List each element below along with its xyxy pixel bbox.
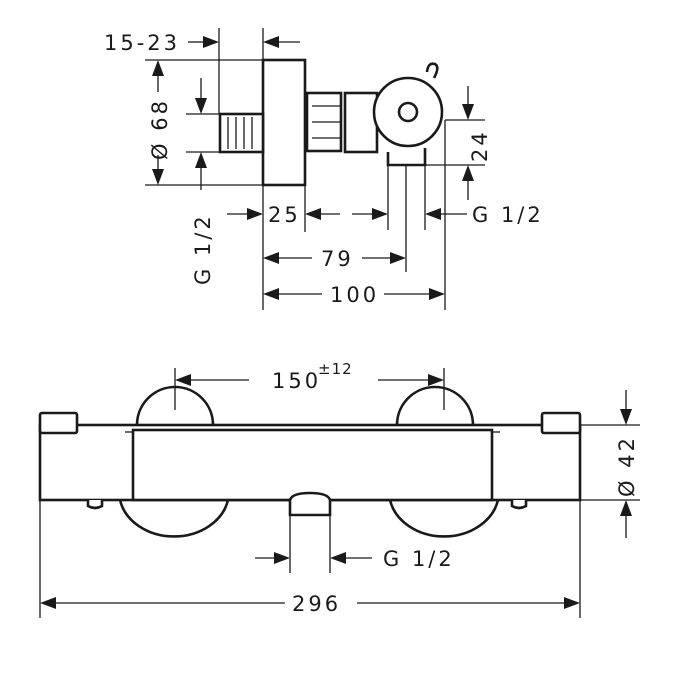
dim-outlet-axis: 79 [321,247,354,271]
front-view: 150 ±12 Ø 42 G 1/2 296 [38,360,640,618]
wall-plate [261,58,307,187]
hex-nut [305,91,343,153]
knob-tab [425,62,439,79]
dim-outlet-thread: G 1/2 [472,203,544,227]
left-handle-cap[interactable] [38,411,79,435]
front-dimensions: 150 ±12 Ø 42 G 1/2 296 [39,360,640,618]
top-rosette-right [395,385,475,426]
bottom-rosette-right [388,499,500,538]
dim-body-diameter: Ø 42 [615,435,639,497]
dim-centers-tolerance: ±12 [318,360,353,378]
dim-centers: 150 [272,369,321,393]
bottom-rosette-left [118,499,230,538]
dim-plate-depth: 25 [268,203,301,227]
dim-projection: 15-23 [104,31,180,55]
left-foot [86,500,104,510]
outlet-spout [288,491,332,517]
threaded-connector [218,112,265,154]
side-view: 15-23 Ø 68 G 1/2 25 [104,28,544,310]
knob-hole [397,101,419,123]
dim-total-depth: 100 [330,283,379,307]
dim-total-length: 296 [292,592,341,616]
outlet-stub [386,148,427,167]
dim-outlet-thread-front: G 1/2 [383,547,455,571]
right-handle-cap[interactable] [540,411,582,435]
center-cover [131,428,494,502]
dim-plate-diameter: Ø 68 [148,98,172,160]
valve-body [343,91,379,154]
dim-outlet-height: 24 [468,129,492,162]
side-dimensions: 15-23 Ø 68 G 1/2 25 [104,28,544,310]
right-foot [510,500,528,510]
dim-inlet-thread: G 1/2 [191,213,215,285]
